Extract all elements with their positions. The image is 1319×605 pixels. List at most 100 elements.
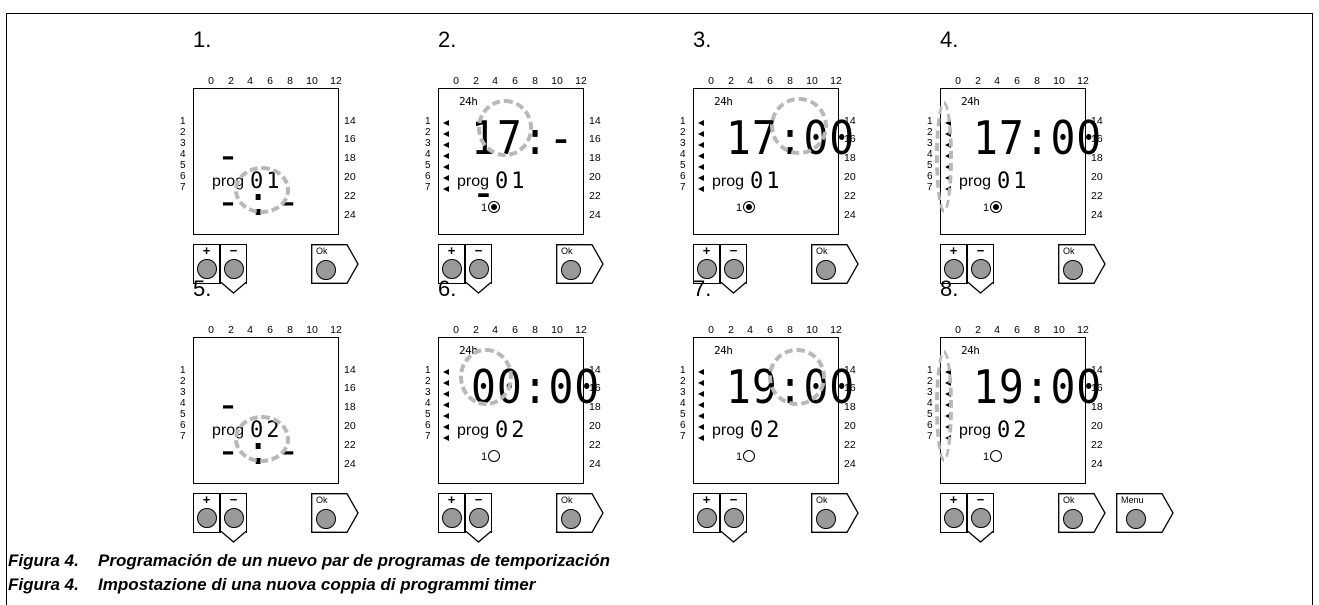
hour-tick: 8: [287, 75, 293, 87]
hour-tick: 16: [1091, 133, 1103, 145]
hour-tick: 6: [767, 324, 773, 336]
hour-tick: 20: [344, 171, 356, 183]
hour-tick: 12: [575, 324, 587, 336]
plus-button[interactable]: +: [438, 493, 465, 533]
channel-indicator: 1: [983, 201, 1003, 214]
plus-button[interactable]: +: [438, 244, 465, 284]
hour-tick: 0: [453, 75, 459, 87]
minus-button-tip: [720, 531, 747, 543]
channel-number: 1: [736, 451, 743, 463]
caption-line-2: Figura 4.Impostazione di una nuova coppi…: [8, 575, 535, 595]
minus-button-tip: [720, 282, 747, 294]
prog-number: 02: [997, 418, 1030, 443]
day-arrow-icon: [698, 153, 704, 159]
day-arrow-icon: [698, 175, 704, 181]
ok-label: Ok: [816, 246, 828, 256]
menu-label: Menu: [1121, 495, 1144, 505]
ok-button[interactable]: Ok: [1058, 244, 1106, 284]
channel-indicator: 1: [983, 450, 1003, 463]
plus-sign: +: [447, 492, 456, 507]
minus-button[interactable]: −: [220, 493, 247, 533]
hour-tick: 6: [1014, 75, 1020, 87]
hour-tick: 2: [228, 75, 234, 87]
plus-button[interactable]: +: [940, 244, 967, 284]
hour-tick: 22: [589, 439, 601, 451]
ok-button[interactable]: Ok: [556, 244, 604, 284]
ok-button[interactable]: Ok: [811, 493, 859, 533]
hour-tick: 14: [1091, 115, 1103, 127]
ok-button[interactable]: Ok: [311, 244, 359, 284]
day-arrow-icon: [698, 424, 704, 430]
hour-tick: 22: [344, 190, 356, 202]
minus-button[interactable]: −: [465, 493, 492, 533]
hour-tick: 18: [344, 401, 356, 413]
day-number: 2: [425, 376, 431, 387]
hour-tick: 24: [844, 209, 856, 221]
ok-label: Ok: [1063, 495, 1075, 505]
day-number: 5: [680, 409, 686, 420]
hour-tick: 6: [1014, 324, 1020, 336]
hour-tick: 24: [1091, 209, 1103, 221]
relay-on-icon: [488, 201, 501, 213]
hour-tick: 6: [767, 75, 773, 87]
hour-tick: 10: [551, 324, 563, 336]
relay-off-icon: [743, 450, 756, 462]
button-knob: [561, 509, 581, 529]
day-number: 7: [425, 431, 431, 442]
hour-tick: 22: [1091, 190, 1103, 202]
day-number: 7: [180, 182, 186, 193]
time-display: 19:00: [973, 360, 1103, 414]
ok-label: Ok: [561, 246, 573, 256]
day-number: 5: [425, 160, 431, 171]
prog-label: prog: [457, 173, 490, 190]
minus-button[interactable]: −: [720, 244, 747, 284]
hour-tick: 10: [551, 75, 563, 87]
day-number: 6: [680, 420, 686, 431]
plus-button[interactable]: +: [693, 493, 720, 533]
ok-label: Ok: [316, 246, 328, 256]
minus-button[interactable]: −: [465, 244, 492, 284]
minus-button[interactable]: −: [220, 244, 247, 284]
button-knob: [944, 508, 964, 528]
hour-tick: 2: [728, 75, 734, 87]
day-arrow-icon: [443, 435, 449, 441]
highlight-circle: [768, 348, 826, 406]
day-arrow-icon: [443, 142, 449, 148]
minus-button[interactable]: −: [720, 493, 747, 533]
ok-button[interactable]: Ok: [556, 493, 604, 533]
button-knob: [469, 508, 489, 528]
caption-text-1: Programación de un nuevo par de programa…: [98, 551, 611, 570]
plus-button[interactable]: +: [940, 493, 967, 533]
hour-tick: 20: [844, 420, 856, 432]
ok-button[interactable]: Ok: [1058, 493, 1106, 533]
highlight-circle: [459, 348, 513, 406]
button-knob: [442, 259, 462, 279]
minus-button[interactable]: −: [967, 493, 994, 533]
plus-button[interactable]: +: [693, 244, 720, 284]
button-knob: [1063, 260, 1083, 280]
day-number: 3: [927, 138, 933, 149]
ok-button[interactable]: Ok: [311, 493, 359, 533]
hour-tick: 6: [267, 75, 273, 87]
day-number: 4: [680, 398, 686, 409]
plus-button[interactable]: +: [193, 493, 220, 533]
plus-button[interactable]: +: [193, 244, 220, 284]
day-number: 6: [180, 171, 186, 182]
day-number: 5: [927, 409, 933, 420]
day-number: 3: [680, 138, 686, 149]
menu-button[interactable]: Menu: [1116, 493, 1174, 533]
day-number: 3: [680, 387, 686, 398]
button-knob: [197, 259, 217, 279]
ok-button[interactable]: Ok: [811, 244, 859, 284]
minus-sign: −: [729, 492, 738, 507]
minus-button[interactable]: −: [967, 244, 994, 284]
